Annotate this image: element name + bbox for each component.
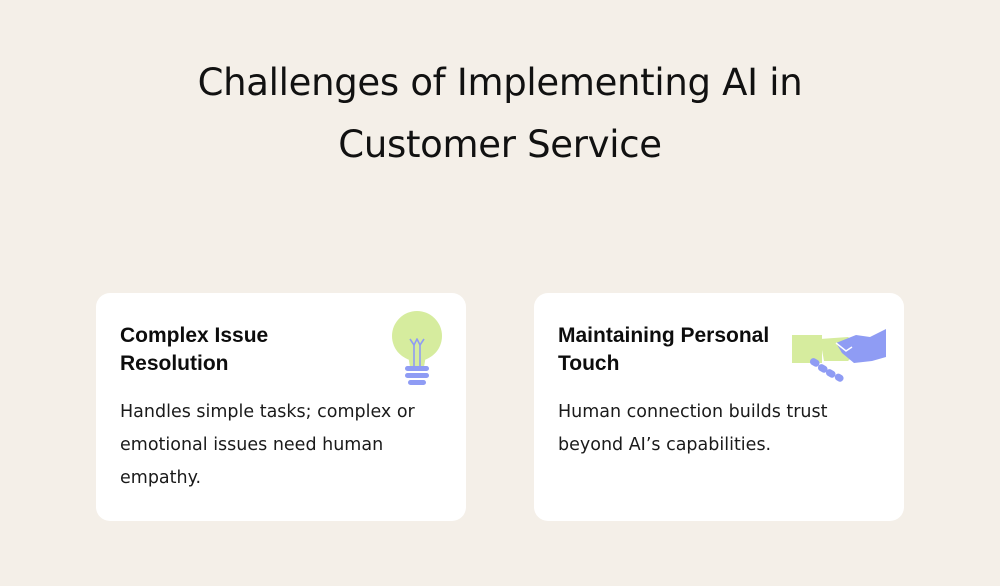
card-maintaining-personal-touch: Maintaining Personal Touch Human connect… (534, 293, 904, 521)
page-title-line-2: Customer Service (338, 123, 662, 166)
card-title: Complex Issue Resolution (120, 324, 269, 375)
handshake-icon (792, 329, 886, 382)
card-complex-issue-resolution: Complex Issue Resolution Handles simple … (96, 293, 466, 521)
page-title-line-1: Challenges of Implementing AI in (197, 61, 803, 104)
card-description: Handles simple tasks; complex or emotion… (120, 402, 415, 488)
card-title: Maintaining Personal Touch (558, 324, 770, 375)
page-title: Challenges of Implementing AI in Custome… (0, 52, 1000, 176)
lightbulb-icon (392, 311, 442, 385)
card-description: Human connection builds trust beyond AI’… (558, 402, 828, 455)
